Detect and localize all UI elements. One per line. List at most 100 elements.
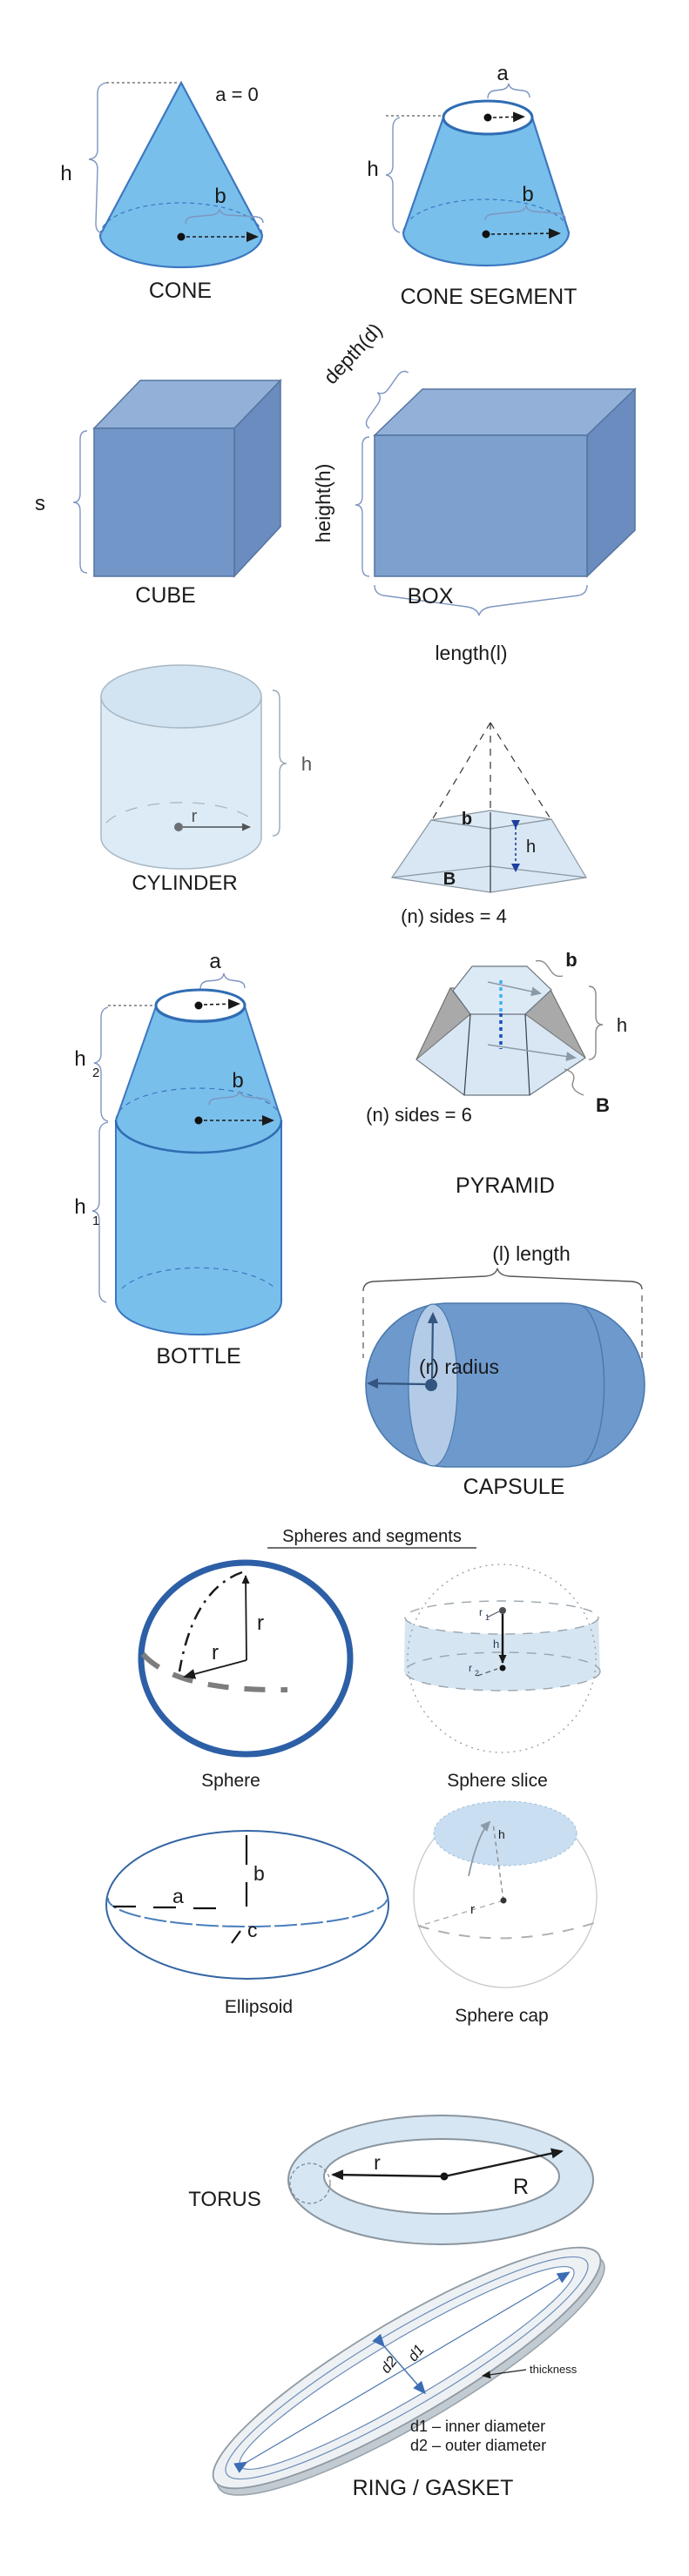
pyramid4-figure: b B h (n) sides = 4 [390, 722, 587, 927]
slice-r2-pointer [476, 1668, 498, 1677]
slice-sphere-outline [407, 1564, 597, 1753]
cap-h-arc-arrow [468, 1820, 491, 1877]
spheres-heading: Spheres and segments [282, 1527, 462, 1546]
ring-legend-d2: d2 – outer diameter [410, 2437, 546, 2454]
ellipsoid-label: Ellipsoid [225, 1997, 293, 2017]
bottle-h1-brace [91, 1121, 109, 1303]
cap-r-label: r [470, 1902, 475, 1917]
cap-radius-dashed [419, 1900, 504, 1927]
torus-R-label: R [513, 2175, 529, 2199]
ring-thickness-label: thickness [530, 2363, 578, 2376]
slice-r1-sub: 1 [485, 1613, 490, 1622]
cone-segment-base-dot [482, 230, 490, 239]
bottle-h2-sub: 2 [92, 1066, 99, 1080]
bottle-opening-dot [194, 1001, 203, 1010]
box-depth-brace [365, 370, 409, 429]
cap-lower-dashed-arc [417, 1920, 600, 1940]
box-height-label: height(h) [312, 464, 334, 543]
cone-segment-figure: a h b CONE SEGMENT [367, 62, 577, 309]
sphere-r-vertical-label: r [257, 1611, 264, 1635]
bottle-h1-sub: 1 [92, 1214, 99, 1228]
sphere-outline [138, 1559, 354, 1758]
bottle-h2-brace [93, 1006, 109, 1122]
torus-r-arrow [331, 2169, 445, 2181]
cube-figure: s CUBE [35, 379, 282, 608]
sphere-slice-label: Sphere slice [447, 1771, 548, 1791]
slice-r1-pointer [486, 1611, 500, 1618]
bottle-h1-label: h [74, 1195, 85, 1219]
cone-shape [98, 80, 264, 269]
pyramid6-top-arrow [487, 981, 542, 997]
cone-segment-a-brace [487, 83, 530, 99]
capsule-length-label: (l) length [492, 1242, 570, 1265]
capsule-radius-arrow-left [367, 1378, 426, 1389]
ring-width-arrow [372, 2333, 426, 2395]
ellipsoid-equator-dashed [106, 1897, 388, 1927]
pyramid6-title: PYRAMID [456, 1174, 555, 1198]
cone-segment-b-brace [484, 205, 566, 221]
slice-bottom-dot [499, 1665, 506, 1671]
box-depth-brace-group [365, 370, 409, 429]
capsule-radius-arrow-up [427, 1312, 438, 1380]
cone-segment-top-radius-arrow [492, 111, 525, 123]
pyramid6-figure: b h B (n) sides = 6 PYRAMID [366, 949, 627, 1198]
cube-s-brace [72, 430, 88, 574]
cone-segment-title: CONE SEGMENT [401, 285, 578, 309]
torus-r-label: r [374, 2151, 381, 2174]
sphere-r-diagonal-arrow [183, 1659, 247, 1679]
cone-segment-a-label: a [496, 62, 509, 85]
box-depth-label: depth(d) [319, 319, 386, 388]
sphere-r-vertical-arrow [241, 1575, 250, 1661]
capsule-body [365, 1302, 645, 1468]
pyramid6-b-brace [535, 959, 564, 978]
bottle-shoulder-dot [194, 1116, 203, 1125]
cap-h-label: h [498, 1827, 505, 1841]
ring-title: RING / GASKET [353, 2476, 514, 2500]
sphere-cap-label: Sphere cap [455, 2006, 548, 2026]
slice-bottom-ellipse [404, 1651, 601, 1692]
cube-s-label: s [35, 492, 45, 515]
cylinder-title: CYLINDER [132, 871, 237, 895]
cone-h-label: h [60, 162, 71, 185]
cap-center-dot [500, 1897, 507, 1904]
cone-figure: a = 0 h b CONE [60, 80, 264, 303]
bottle-title: BOTTLE [156, 1344, 240, 1369]
cone-segment-h-label: h [367, 158, 378, 181]
slice-top-ellipse [404, 1600, 599, 1635]
cone-a-label: a = 0 [215, 84, 259, 105]
pyramid4-B-label: B [443, 870, 456, 889]
pyramid4-caption: (n) sides = 4 [401, 905, 507, 927]
cylinder-r-label: r [192, 807, 198, 826]
slice-r2-label: r [469, 1662, 472, 1674]
pyramid6-bottom-arrow [487, 1044, 577, 1061]
cube-front-face [93, 427, 235, 577]
pyramid6-front-edge-left [463, 1013, 471, 1096]
pyramid4-top-face [430, 810, 552, 830]
cap-axis-dashed [492, 1822, 504, 1901]
sphere-r-diagonal-label: r [212, 1641, 219, 1665]
pyramid6-h-brace [588, 985, 604, 1060]
cube-title: CUBE [135, 583, 195, 608]
cylinder-bottom-hidden-edge [105, 802, 257, 824]
bottle-b-brace [208, 1090, 271, 1106]
torus-figure: r R TORUS [188, 2115, 594, 2245]
box-front-face [374, 434, 588, 577]
capsule-radius-label: (r) radius [419, 1355, 499, 1378]
ellipsoid-c-axis-dash [231, 1930, 241, 1944]
sphere-meridian-dashdot [178, 1570, 243, 1672]
pyramid4-h-label: h [526, 837, 536, 857]
pyramid6-b-label: b [565, 949, 577, 971]
ellipsoid-figure: b a c Ellipsoid [105, 1830, 389, 2017]
cone-center-dot [177, 232, 186, 241]
capsule-title: CAPSULE [463, 1475, 565, 1499]
ellipsoid-a-label: a [172, 1885, 184, 1907]
bottle-h2-label: h [74, 1047, 85, 1071]
capsule-center-dot [425, 1379, 437, 1391]
cylinder-center-dot [174, 823, 183, 831]
torus-tube-section [289, 2162, 331, 2204]
cone-b-brace [185, 208, 264, 225]
ring-figure: d2 d1 thickness d1 – inner diameter d2 –… [212, 2246, 605, 2500]
slice-r2-sub: 2 [475, 1669, 479, 1678]
pyramid6-h-label: h [617, 1014, 627, 1036]
